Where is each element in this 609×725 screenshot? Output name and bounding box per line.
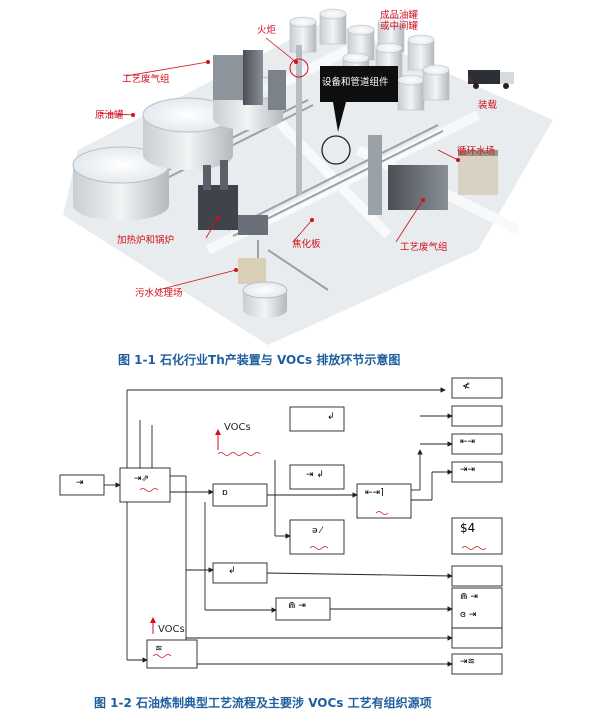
cooling-tower bbox=[458, 150, 498, 195]
flow-lines bbox=[59, 377, 503, 675]
box-b bbox=[289, 464, 345, 490]
flare-highlight bbox=[289, 58, 309, 78]
residue-box bbox=[146, 639, 198, 669]
process-units bbox=[198, 45, 498, 318]
product-label-4: ⇥⇥ bbox=[460, 465, 476, 475]
product-label-8: ɞ ⇥ bbox=[460, 610, 477, 620]
box-f bbox=[212, 562, 268, 584]
vocs-label-bottom: VOCs bbox=[158, 624, 185, 635]
tanker-truck bbox=[468, 70, 514, 89]
product-box-8 bbox=[451, 627, 503, 649]
callout-cooling-tower: 循环水场 bbox=[457, 146, 496, 157]
callout-wastewater: 污水处理场 bbox=[135, 288, 183, 299]
box-a bbox=[289, 406, 345, 432]
vocs-label-top: VOCs bbox=[224, 422, 251, 433]
product-box-2 bbox=[451, 405, 503, 427]
product-box-5 bbox=[451, 517, 503, 555]
callout-intermediate-tank: 或中间罐 bbox=[380, 21, 419, 32]
product-tanks bbox=[289, 8, 450, 111]
callout-equipment-pipe: 设备和管道组件 bbox=[322, 77, 389, 88]
product-label-1: ≮ bbox=[462, 381, 471, 392]
box-e-label: ə ⁄ bbox=[312, 526, 322, 536]
equipment-callout-box bbox=[320, 66, 398, 102]
product-box-6 bbox=[451, 565, 503, 587]
process-flow-diagram: VOCs VOCs ⇥ ⇥⇗ ↲ ⇥ ↲ ɒ ⇤⇥⌉ ə ⁄ ↲ ⋒ ⇥ ≋ ≮… bbox=[0, 370, 609, 685]
callout-process-waste-gas-top: 工艺废气组 bbox=[122, 74, 170, 85]
figure1-caption: 图 1-1 石化行业Th产装置与 VOCs 排放环节示意图 bbox=[118, 353, 401, 367]
callout-flare: 火炬 bbox=[257, 25, 277, 36]
product-label-5: $4 bbox=[460, 521, 476, 535]
plant-illustration bbox=[58, 0, 558, 345]
box-b-label: ⇥ ↲ bbox=[306, 470, 324, 480]
callout-heating-furnace: 加热炉和锅炉 bbox=[117, 235, 175, 246]
callout-loading: 装载 bbox=[478, 100, 498, 111]
box-f-label: ↲ bbox=[228, 566, 236, 576]
figure2-caption: 图 1-2 石油炼制典型工艺流程及主要涉 VOCs 工艺有组织源项 bbox=[94, 696, 432, 710]
callout-crude-tank: 原油罐 bbox=[95, 110, 124, 121]
product-label-3: ⇤⇥ bbox=[460, 437, 476, 447]
pipe-highlight bbox=[321, 135, 351, 165]
crude-box-label: ⇥ bbox=[76, 478, 84, 488]
box-a-label: ↲ bbox=[327, 412, 335, 422]
box-d-label: ⇤⇥⌉ bbox=[365, 488, 384, 498]
cdu-box-label: ⇥⇗ bbox=[134, 474, 150, 484]
product-label-10: ⇥≋ bbox=[460, 657, 476, 667]
callout-coker: 焦化板 bbox=[292, 239, 321, 250]
box-g-label: ⋒ ⇥ bbox=[288, 601, 306, 611]
product-label-7: ⋒ ⇥ bbox=[460, 592, 478, 602]
box-d bbox=[356, 483, 412, 519]
plant-drawing bbox=[63, 8, 553, 345]
callout-product-tank: 成品油罐 bbox=[380, 10, 419, 21]
box-c-label: ɒ bbox=[222, 488, 228, 498]
residue-box-label: ≋ bbox=[155, 644, 163, 654]
furnace-block bbox=[198, 185, 238, 230]
product-box-1 bbox=[451, 377, 503, 399]
flare-stack bbox=[296, 45, 302, 195]
callout-process-waste-gas-right: 工艺废气组 bbox=[400, 242, 448, 253]
